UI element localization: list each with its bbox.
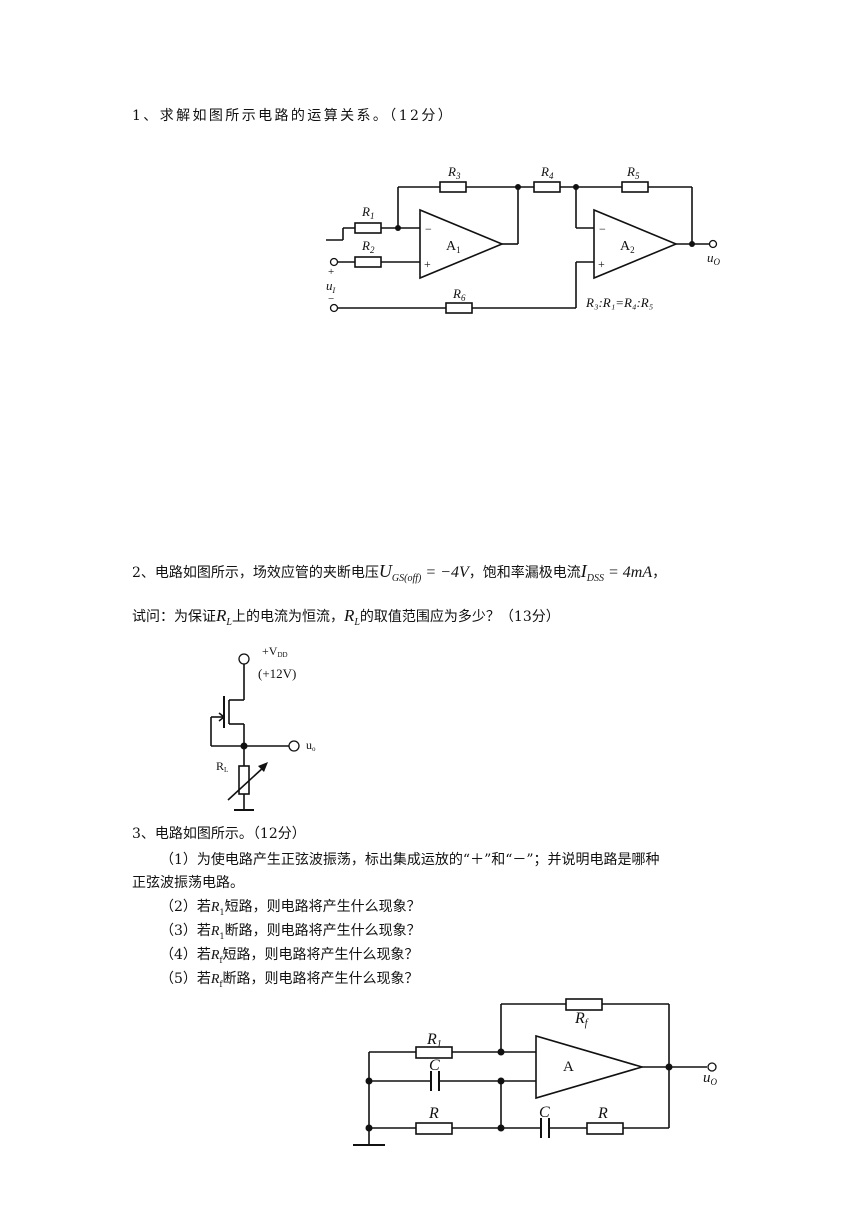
svg-text:−: − <box>425 222 432 236</box>
svg-text:+: + <box>598 257 605 271</box>
op-amp-a2 <box>593 208 679 280</box>
svg-text:−: − <box>599 222 606 236</box>
svg-text:RL: RL <box>216 759 228 774</box>
svg-text:+VDD: +VDD <box>262 644 288 659</box>
op-amp-a-q3 <box>535 1034 645 1100</box>
question-3-part-5: （5）若Rf断路，则电路将产生什么现象？ <box>160 971 419 989</box>
svg-text:A1: A1 <box>446 239 461 255</box>
question-3-part-4: （4）若Rf短路，则电路将产生什么现象？ <box>160 947 419 965</box>
resistor-r6 <box>445 302 473 314</box>
svg-text:R1: R1 <box>426 1031 442 1050</box>
svg-text:Rf: Rf <box>574 1010 589 1029</box>
resistor-r3 <box>439 181 467 193</box>
svg-text:uI: uI <box>326 278 336 295</box>
svg-text:uO: uO <box>707 250 721 267</box>
svg-text:+: + <box>424 257 431 271</box>
op-amp-a1 <box>419 208 505 280</box>
svg-text:C: C <box>429 1057 440 1074</box>
resistor-r2 <box>354 256 382 268</box>
svg-text:uO: uO <box>703 1070 718 1087</box>
svg-text:R: R <box>597 1105 608 1122</box>
svg-text:A: A <box>563 1059 574 1075</box>
question-3-part-1b: 正弦波振荡电路。 <box>132 875 244 891</box>
svg-text:A2: A2 <box>620 239 635 255</box>
svg-text:R5: R5 <box>626 164 640 181</box>
question-1-text: 1、求解如图所示电路的运算关系。（12分） <box>132 108 455 124</box>
potentiometer-rl <box>238 765 250 795</box>
question-2-line-1: 2、电路如图所示，场效应管的夹断电压UGS(off) = −4V，饱和率漏极电流… <box>132 561 667 584</box>
svg-text:R1: R1 <box>361 204 374 221</box>
svg-text:(+12V): (+12V) <box>258 666 296 681</box>
svg-text:−: − <box>328 293 334 305</box>
question-3-part-3: （3）若R1断路，则电路将产生什么现象？ <box>160 923 421 941</box>
resistor-rf <box>565 998 603 1011</box>
question-3-part-2: （2）若R1短路，则电路将产生什么现象？ <box>160 899 421 917</box>
question-2-line-2: 试问：为保证RL上的电流为恒流，RL的取值范围应为多少？（13分） <box>132 606 560 628</box>
svg-text:uo: uo <box>306 738 316 753</box>
svg-text:R4: R4 <box>540 164 554 181</box>
resistor-r1-q3 <box>415 1046 453 1059</box>
question-3-part-1a: （1）为使电路产生正弦波振荡，标出集成运放的“＋”和“－”；并说明电路是哪种 <box>160 852 660 868</box>
resistor-r5 <box>621 181 649 193</box>
svg-text:+: + <box>328 266 334 278</box>
question-3-title: 3、电路如图所示。（12分） <box>132 826 306 842</box>
svg-text:R₃:R₁=R₄:R₅: R₃:R₁=R₄:R₅ <box>585 295 653 310</box>
svg-text:R2: R2 <box>361 238 375 255</box>
resistor-r1 <box>354 222 382 234</box>
resistor-r-q3-b <box>586 1122 624 1135</box>
svg-text:R: R <box>428 1105 439 1122</box>
svg-text:R6: R6 <box>452 286 466 303</box>
svg-text:R3: R3 <box>447 164 461 181</box>
svg-text:C: C <box>539 1104 550 1121</box>
resistor-r-q3-a <box>415 1122 453 1135</box>
resistor-r4 <box>533 181 561 193</box>
